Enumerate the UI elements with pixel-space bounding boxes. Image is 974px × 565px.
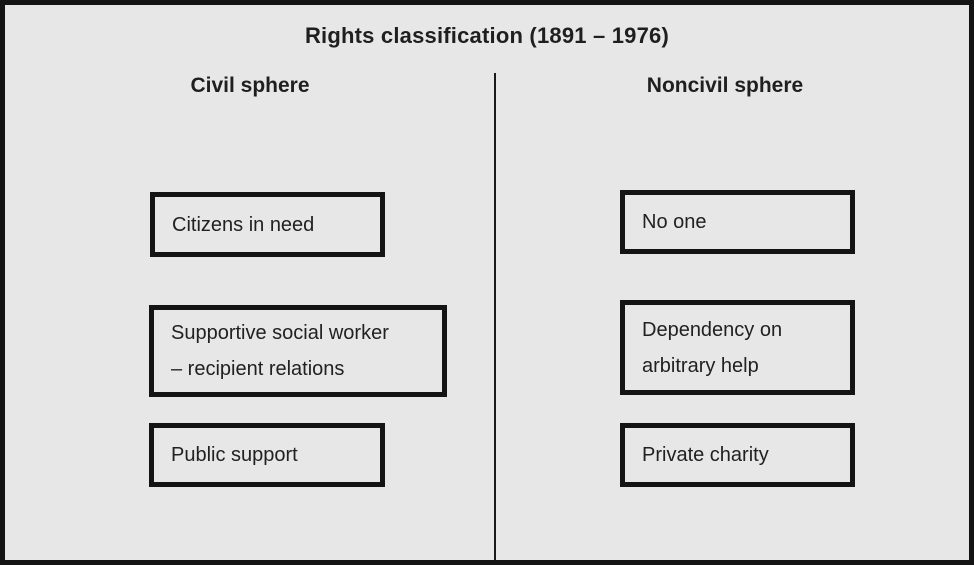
civil-sphere-header: Civil sphere bbox=[190, 74, 310, 97]
diagram-title: Rights classification (1891 – 1976) bbox=[304, 23, 670, 48]
box-label: No one bbox=[642, 211, 707, 233]
box-public-support: Public support bbox=[149, 423, 385, 487]
box-label: Public support bbox=[171, 444, 298, 466]
box-citizens-in-need: Citizens in need bbox=[150, 192, 385, 257]
column-divider-line bbox=[494, 73, 496, 560]
box-label: Supportive social worker – recipient rel… bbox=[171, 322, 389, 380]
box-dependency-on-arbitrary-help: Dependency on arbitrary help bbox=[620, 300, 855, 395]
box-supportive-social-worker-recipient-relations: Supportive social worker – recipient rel… bbox=[149, 305, 447, 397]
noncivil-sphere-header: Noncivil sphere bbox=[646, 74, 804, 97]
box-private-charity: Private charity bbox=[620, 423, 855, 487]
box-label: Dependency on arbitrary help bbox=[642, 318, 783, 377]
box-label: Private charity bbox=[642, 444, 769, 466]
box-no-one: No one bbox=[620, 190, 855, 254]
box-label: Citizens in need bbox=[172, 213, 315, 236]
